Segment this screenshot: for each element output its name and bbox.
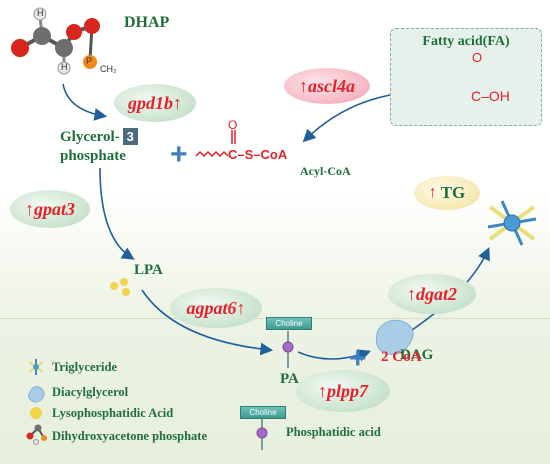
- plus-sign-coa: +: [349, 342, 367, 375]
- legend-lpa: Lysophosphatidic Acid: [52, 406, 174, 420]
- up-arrow-icon: ↑: [236, 297, 246, 318]
- atom-ch2: CH₂: [100, 64, 117, 74]
- triglyceride-icon: [487, 200, 537, 246]
- arrow-lpa-to-pa: [141, 289, 274, 356]
- up-arrow-icon: ↑: [299, 75, 308, 96]
- dhap-label: DHAP: [124, 14, 170, 31]
- two-coa-label: 2 CoA: [381, 349, 422, 365]
- tg-label: TG: [440, 183, 466, 202]
- legend-triglyceride: Triglyceride: [52, 360, 118, 374]
- gene-pill-gpd1b: gpd1b↑: [114, 84, 196, 122]
- fatty-acid-title: Fatty acid(FA): [422, 34, 510, 49]
- gene-pill-agpat6: agpat6↑: [170, 288, 262, 328]
- legend-choline-headgroup: Choline: [240, 406, 286, 419]
- glycerol-line2: phosphate: [60, 148, 126, 164]
- lpa-dots-icon: [110, 278, 130, 296]
- arrow-dhap-to-g3p: [62, 83, 108, 121]
- acylcoa-chain-icon: [195, 150, 229, 158]
- lpa-label: LPA: [134, 262, 163, 278]
- acylcoa-formula: C–S–CoA: [228, 147, 288, 162]
- gene-pill-plpp7: ↑plpp7: [296, 370, 390, 412]
- dashed-up-arrow-icon: ↑: [428, 184, 437, 201]
- gene-dgat2-label: dgat2: [415, 283, 457, 304]
- plus-sign-acyl: +: [170, 138, 188, 171]
- glycerol-line1: Glycerol-: [60, 129, 120, 145]
- arrow-g3p-to-lpa: [99, 167, 135, 260]
- gene-agpat6-label: agpat6: [186, 297, 237, 318]
- up-arrow-icon: ↑: [406, 283, 416, 304]
- legend-pa-lipid-icon: [256, 418, 268, 450]
- legend-dhap: Dihydroxyacetone phosphate: [52, 429, 207, 443]
- fa-carboxyl: C–OH: [471, 88, 510, 104]
- fatty-acid-box: [390, 28, 542, 126]
- up-arrow-icon: ↑: [317, 380, 327, 401]
- glycerol-3-phosphate-label: Glycerol-3 phosphate: [60, 128, 138, 166]
- gene-gpd1b-label: gpd1b: [128, 92, 173, 113]
- legend-lpa-icon: [30, 407, 42, 419]
- legend-triglyceride-icon: [28, 359, 44, 375]
- tg-pill: ↑TG: [414, 176, 480, 210]
- fa-oxygen: O: [472, 50, 483, 65]
- arrow-pa-to-dag: [297, 349, 372, 362]
- dhap-molecule-icon: [11, 7, 100, 75]
- pa-label: PA: [280, 371, 299, 387]
- legend-diacylglycerol: Diacylglycerol: [52, 385, 129, 399]
- legend-phosphatidic-acid: Phosphatidic acid: [286, 425, 381, 439]
- legend-diacylglycerol-icon: [28, 386, 45, 403]
- up-arrow-icon: ↑: [173, 92, 182, 113]
- up-arrow-icon: ↑: [24, 198, 34, 219]
- atom-h-bottom: H: [61, 62, 68, 72]
- gene-plpp7-label: plpp7: [326, 380, 368, 401]
- glycerol-number-badge: 3: [122, 128, 138, 145]
- gene-gpat3-label: gpat3: [33, 198, 75, 219]
- atom-h-top: H: [37, 8, 44, 18]
- gene-pill-dgat2: ↑dgat2: [388, 274, 476, 314]
- gene-pill-gpat3: ↑gpat3: [10, 190, 90, 228]
- membrane-region: [0, 318, 550, 464]
- pa-lipid-icon: [282, 331, 294, 368]
- acylcoa-oxygen: O: [228, 118, 238, 132]
- gene-ascl4a-label: ascl4a: [308, 75, 355, 96]
- atom-p: P: [86, 56, 93, 66]
- choline-headgroup: Choline: [266, 317, 312, 330]
- acylcoa-label: Acyl-CoA: [300, 164, 351, 178]
- dag-droplet-icon: [375, 319, 414, 355]
- legend-dhap-icon: [26, 424, 47, 445]
- dag-label: DAG: [400, 347, 434, 363]
- gene-pill-ascl4a: ↑ascl4a: [284, 68, 370, 104]
